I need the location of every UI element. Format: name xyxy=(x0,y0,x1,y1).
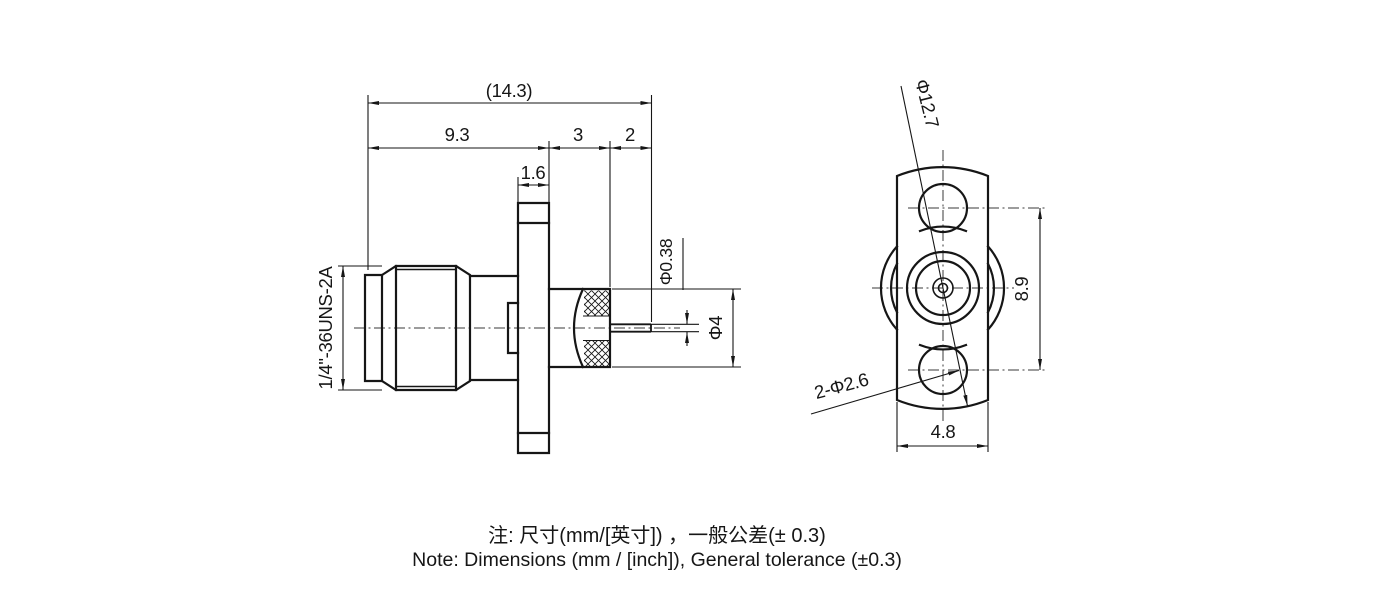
center-pin-outline xyxy=(610,323,652,333)
note-line-chinese: 注: 尺寸(mm/[英寸]) ，一般公差(± 0.3) xyxy=(488,524,826,547)
nut-arc-through-top-hole xyxy=(918,225,968,233)
thread-spec-label: 1/4"-36UNS-2A xyxy=(315,266,336,390)
dim-mid-length-label: 3 xyxy=(573,124,583,145)
body-outline xyxy=(547,287,612,369)
dim-hole-spacing-label: 8.9 xyxy=(1011,277,1032,302)
dim-pin-diameter-label: Φ0.38 xyxy=(656,239,676,286)
dim-flange-width-label: 4.8 xyxy=(931,421,956,442)
dim-mounting-holes-label: 2-Φ2.6 xyxy=(812,368,871,403)
mounting-hole-bottom xyxy=(917,344,969,396)
nut-arc-right-outer xyxy=(986,244,1006,332)
front-view: (14.3) 9.3 3 2 1.6 1/4"-36UNS-2A Φ0.38 Φ… xyxy=(315,80,741,455)
nut-arc-left-outer xyxy=(879,244,899,332)
leader-mounting-holes xyxy=(810,369,960,415)
leader-flange-diameter xyxy=(900,85,969,407)
insulator-front-arc xyxy=(572,287,585,369)
dim-overall-length-label: (14.3) xyxy=(486,80,533,101)
nut-arc-left-inner xyxy=(890,262,899,314)
insulator-circle xyxy=(914,259,972,317)
coupling-nut-edge-lines xyxy=(396,268,456,388)
dim-body-diameter-label: Φ4 xyxy=(705,316,726,340)
notes-block: 注: 尺寸(mm/[英寸]) ，一般公差(± 0.3) Note: Dimens… xyxy=(412,524,902,571)
flange-corner-lines xyxy=(516,221,551,435)
pin-socket-circle xyxy=(932,277,954,299)
nut-arc-through-bottom-hole xyxy=(918,343,968,351)
side-view: 8.9 4.8 Φ12.7 2-Φ2.6 xyxy=(810,77,1048,452)
body-circle xyxy=(905,250,981,326)
pin-channel-lines xyxy=(583,315,610,342)
dim-pin-length-label: 2 xyxy=(625,124,635,145)
note-line-english: Note: Dimensions (mm / [inch]), General … xyxy=(412,549,902,571)
pin-circle xyxy=(937,282,949,294)
boss-step-outline xyxy=(506,301,520,355)
flange-side-outline xyxy=(516,201,551,455)
dim-flange-thickness-label: 1.6 xyxy=(521,162,546,183)
side-extension-lines xyxy=(896,402,989,452)
dim-flange-diameter-label: Φ12.7 xyxy=(911,77,943,130)
coupling-nut-chamfer-lines xyxy=(394,264,458,392)
mounting-hole-top xyxy=(917,182,969,234)
insulator-hatch-top xyxy=(584,290,610,316)
front-barrel-outline xyxy=(363,273,384,383)
flange-face-outline xyxy=(895,166,990,410)
front-extension-lines xyxy=(338,95,741,391)
rear-cylinder-outline xyxy=(468,274,520,382)
nut-arc-right-inner xyxy=(986,262,995,314)
insulator-hatch-bottom xyxy=(584,340,610,366)
dim-body-length-label: 9.3 xyxy=(445,124,470,145)
